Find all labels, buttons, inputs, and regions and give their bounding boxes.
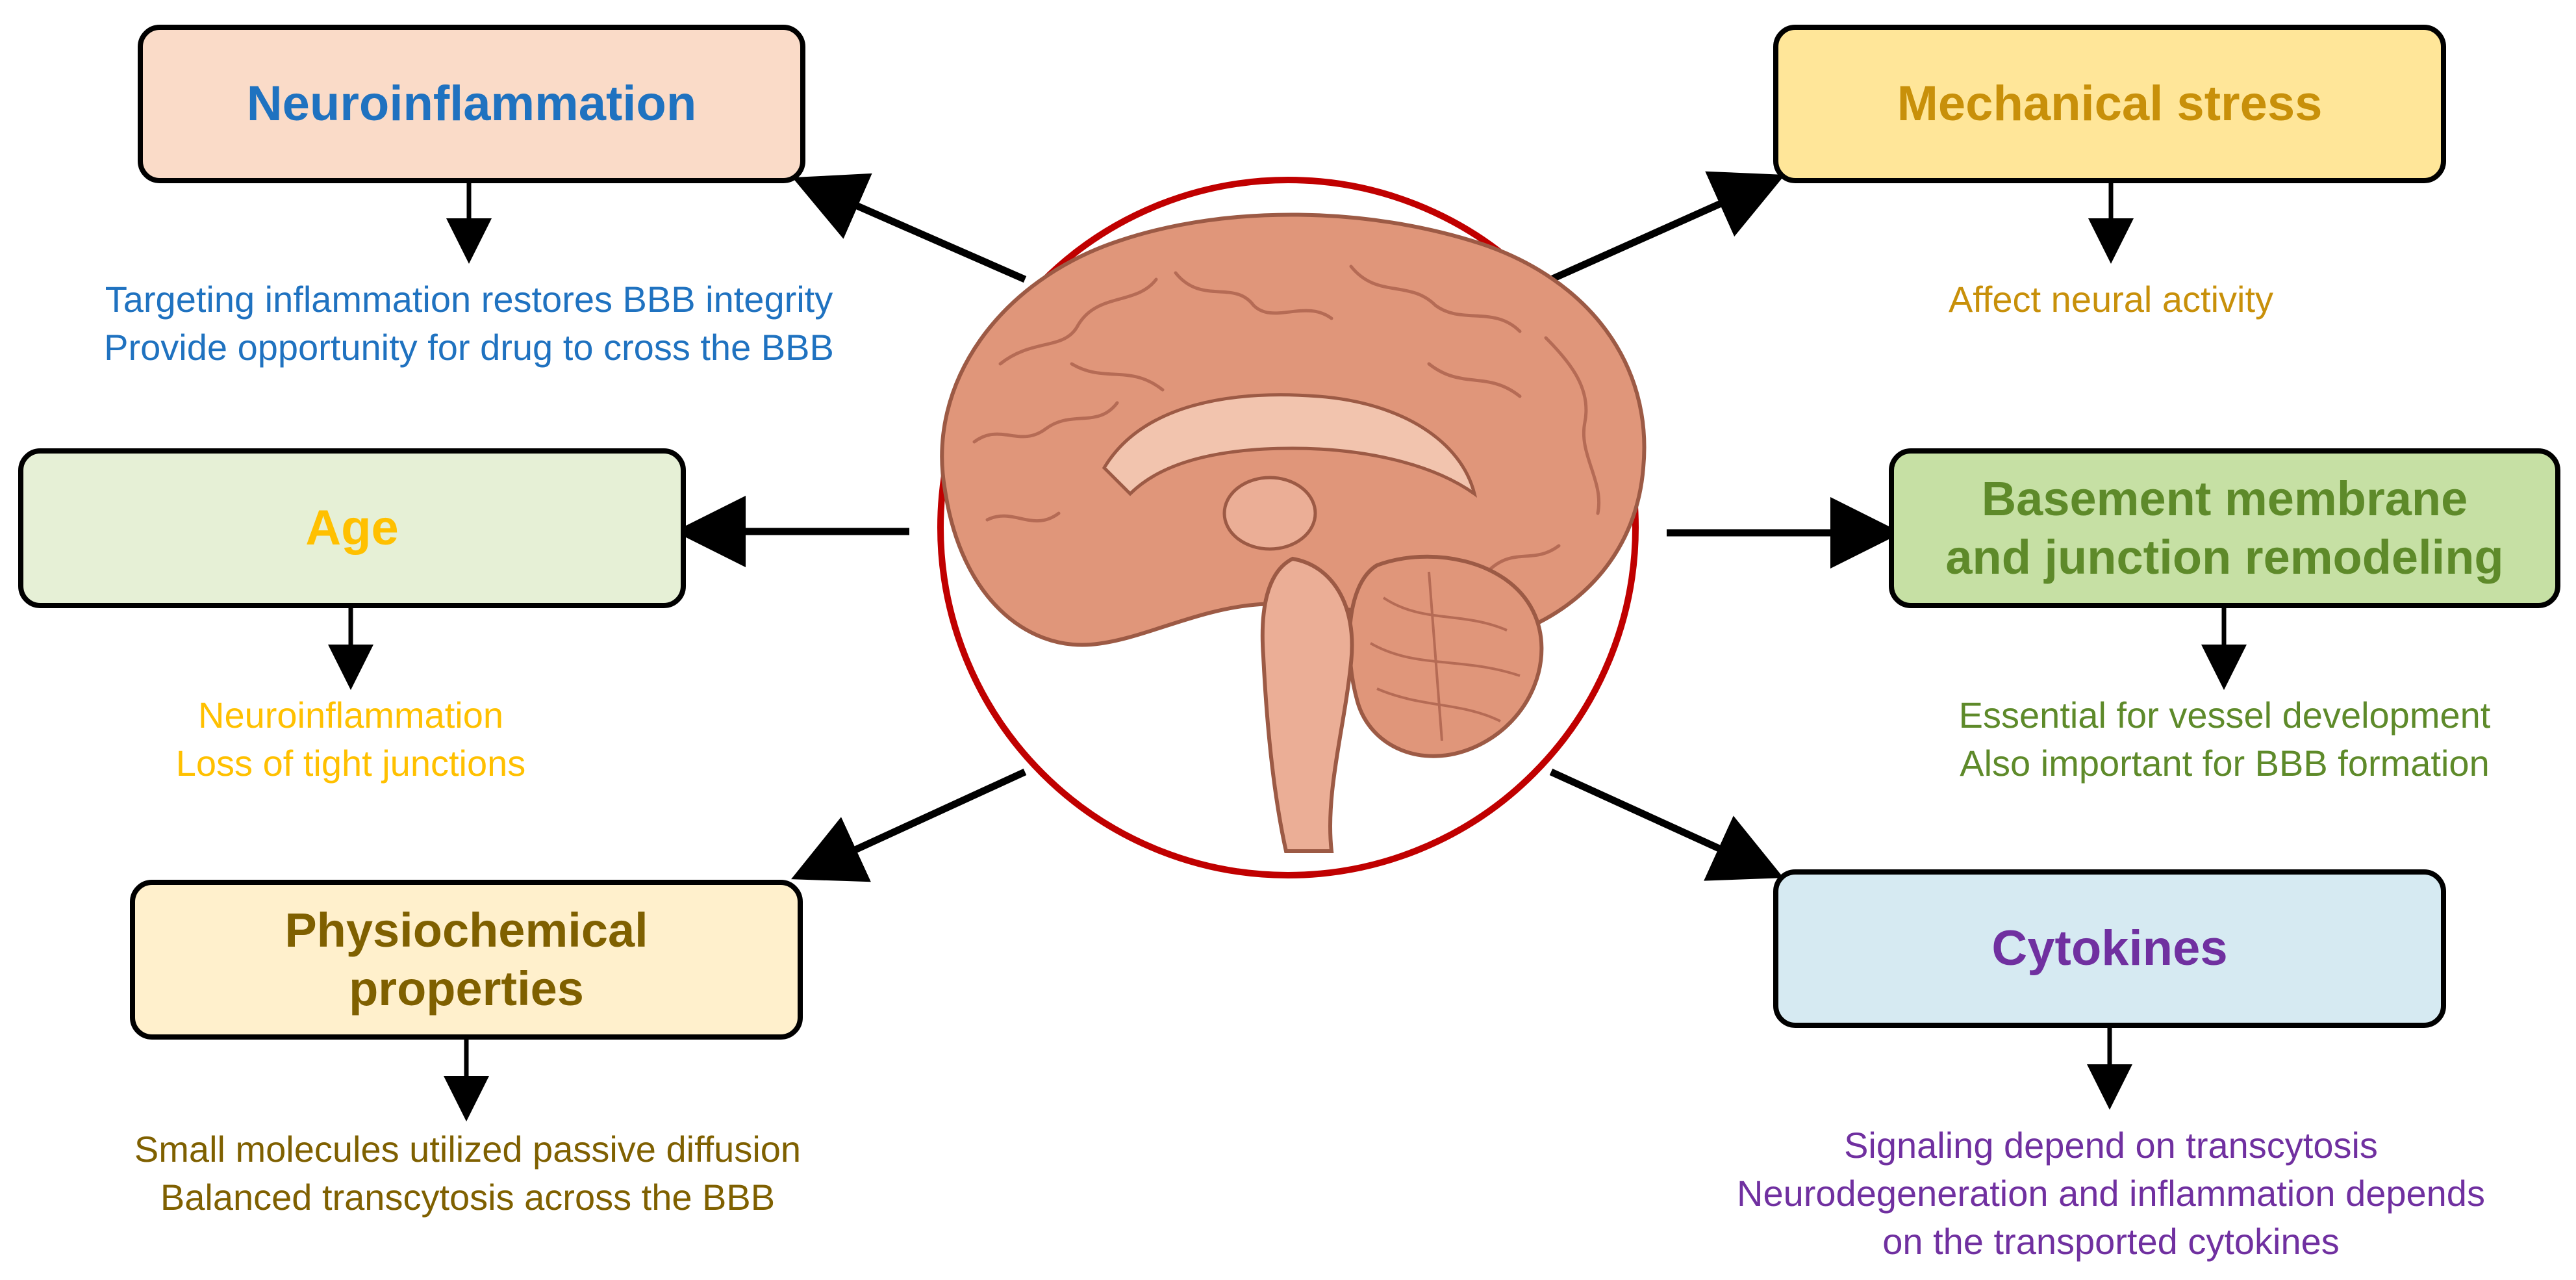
desc-line: Neurodegeneration and inflammation depen… bbox=[1737, 1173, 2485, 1214]
node-title: Cytokines bbox=[1991, 920, 2228, 976]
desc-line: Also important for BBB formation bbox=[1960, 743, 2490, 784]
desc-line: on the transported cytokines bbox=[1882, 1221, 2340, 1262]
node-title: properties bbox=[349, 962, 584, 1016]
arrow-to-mechanical-stress bbox=[1549, 171, 1786, 283]
node-mechanical-stress-box: Mechanical stress bbox=[1773, 25, 2446, 183]
node-cytokines-box: Cytokines bbox=[1773, 869, 2446, 1028]
node-age-desc: Neuroinflammation Loss of tight junction… bbox=[78, 691, 624, 787]
node-title: and junction remodeling bbox=[1945, 530, 2504, 584]
node-title: Physiochemical bbox=[284, 902, 648, 957]
node-title: Mechanical stress bbox=[1897, 75, 2323, 131]
node-physiochemical-box: Physiochemical properties bbox=[130, 880, 803, 1040]
desc-line: Provide opportunity for drug to cross th… bbox=[104, 327, 834, 368]
desc-line: Signaling depend on transcytosis bbox=[1844, 1125, 2378, 1166]
node-mechanical-stress-desc: Affect neural activity bbox=[1799, 275, 2423, 324]
arrow-to-physiochemical bbox=[791, 769, 1027, 882]
arrow-to-neuroinflammation bbox=[792, 173, 1027, 283]
node-title: Age bbox=[305, 500, 399, 556]
node-cytokines-desc: Signaling depend on transcytosis Neurode… bbox=[1663, 1121, 2559, 1266]
node-neuroinflammation-box: Neuroinflammation bbox=[138, 25, 805, 183]
desc-line: Targeting inflammation restores BBB inte… bbox=[105, 279, 833, 320]
node-physiochemical-desc: Small molecules utilized passive diffusi… bbox=[26, 1125, 909, 1222]
desc-line: Essential for vessel development bbox=[1958, 695, 2491, 736]
node-basement-membrane-box: Basement membrane and junction remodelin… bbox=[1889, 448, 2560, 608]
desc-line: Affect neural activity bbox=[1948, 279, 2274, 320]
desc-line: Loss of tight junctions bbox=[175, 743, 526, 784]
desc-line: Neuroinflammation bbox=[198, 695, 503, 736]
brain-illustration bbox=[940, 212, 1647, 853]
desc-line: Small molecules utilized passive diffusi… bbox=[134, 1129, 802, 1170]
arrow-to-cytokines bbox=[1549, 768, 1784, 881]
node-basement-membrane-desc: Essential for vessel development Also im… bbox=[1871, 691, 2576, 787]
desc-line: Balanced transcytosis across the BBB bbox=[160, 1177, 776, 1218]
node-title: Neuroinflammation bbox=[246, 75, 697, 131]
node-title: Basement membrane bbox=[1981, 471, 2468, 526]
node-age-box: Age bbox=[18, 448, 686, 608]
node-neuroinflammation-desc: Targeting inflammation restores BBB inte… bbox=[27, 275, 911, 372]
